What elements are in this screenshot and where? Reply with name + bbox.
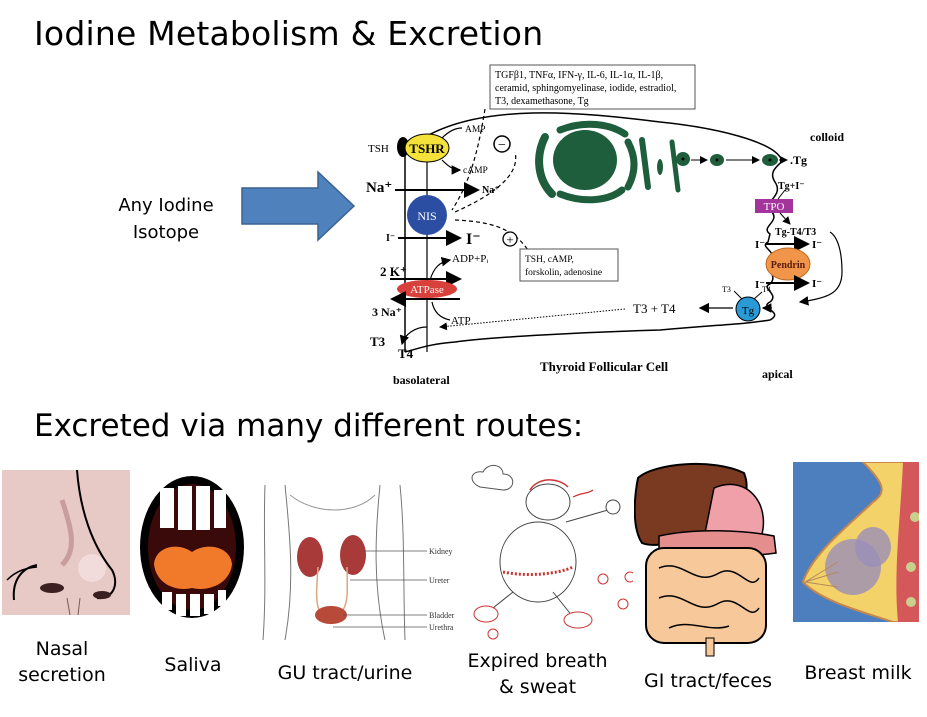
atpase-pump bbox=[397, 280, 457, 298]
na-inside-label: Na⁺ bbox=[482, 185, 500, 196]
route-label-breast-milk: Breast milk bbox=[804, 662, 912, 684]
nis-transporter bbox=[407, 195, 447, 235]
tg-t4-t3-label: Tg-T4/T3 bbox=[775, 227, 816, 238]
route-label-breath-line2: & sweat bbox=[498, 676, 577, 698]
isotope-label-line1: Any Iodine bbox=[118, 195, 214, 216]
stimulators-line1: TSH, cAMP, bbox=[525, 255, 574, 265]
inhibitors-line2: ceramid, sphingomyelinase, iodide, estra… bbox=[495, 83, 676, 94]
atpase-label: ATPase bbox=[410, 284, 444, 296]
thyroid-cell-diagram: TGFβ1, TNFα, IFN-γ, IL-6, IL-1α, IL-1β, … bbox=[366, 64, 844, 387]
tsh-label: TSH bbox=[368, 143, 389, 155]
organelles bbox=[535, 120, 778, 204]
urethra-annotation: Urethra bbox=[429, 623, 454, 632]
minus-sign: − bbox=[498, 138, 506, 153]
cell-name-label: Thyroid Follicular Cell bbox=[540, 359, 668, 374]
colloid-label: colloid bbox=[810, 130, 844, 144]
tg-ball-label: Tg bbox=[742, 305, 755, 317]
mouth-icon bbox=[140, 476, 244, 618]
inhibitors-box: TGFβ1, TNFα, IFN-γ, IL-6, IL-1α, IL-1β, … bbox=[489, 64, 696, 110]
tshr-label: TSHR bbox=[409, 141, 445, 156]
stimulate-symbol bbox=[502, 231, 518, 247]
route-label-nasal: Nasal secretion bbox=[8, 636, 116, 688]
iodide-outside-label: I⁻ bbox=[386, 233, 395, 244]
isotope-label: Any Iodine Isotope bbox=[104, 192, 228, 246]
basolateral-label: basolateral bbox=[393, 373, 450, 387]
pendrin-label: Pendrin bbox=[771, 260, 806, 271]
section-subtitle: Excreted via many different routes: bbox=[34, 408, 584, 444]
iodide-inside-label: I⁻ bbox=[466, 231, 481, 248]
tg-t4-label: T4 bbox=[762, 285, 771, 294]
camp-label: cAMP bbox=[463, 166, 488, 176]
route-label-nasal-line1: Nasal bbox=[35, 638, 89, 660]
inhibit-symbol bbox=[493, 135, 511, 153]
isotope-label-line2: Isotope bbox=[132, 222, 200, 243]
nis-label: NIS bbox=[417, 209, 436, 223]
inhibitors-line1: TGFβ1, TNFα, IFN-γ, IL-6, IL-1α, IL-1β, bbox=[495, 70, 663, 81]
inhibitors-line3: T3, dexamethasone, Tg bbox=[495, 96, 589, 107]
potassium-label: 2 K⁺ bbox=[380, 264, 407, 279]
pendrin-iodide-left-1: I⁻ bbox=[755, 239, 765, 251]
plus-sign: + bbox=[506, 232, 513, 247]
stimulators-box: TSH, cAMP, forskolin, adenosine bbox=[519, 248, 619, 282]
apical-label: apical bbox=[762, 367, 793, 381]
right-arrow-icon bbox=[241, 170, 356, 242]
jogger-icon bbox=[471, 465, 633, 640]
t3-t4-label: T3 + T4 bbox=[633, 301, 676, 316]
thyroglobulin-ball bbox=[735, 296, 761, 322]
page-title: Iodine Metabolism & Excretion bbox=[34, 14, 544, 53]
urinary-tract-icon: Kidney Ureter Bladder Urethra bbox=[262, 484, 455, 640]
route-label-urine: GU tract/urine bbox=[277, 662, 413, 684]
kidney-annotation: Kidney bbox=[429, 547, 453, 556]
adp-label: ADP+Pᵢ bbox=[452, 253, 488, 265]
digestive-system-icon bbox=[634, 463, 777, 657]
route-label-breath-line1: Expired breath bbox=[467, 650, 608, 672]
route-label-nasal-line2: secretion bbox=[18, 664, 106, 686]
route-label-feces: GI tract/feces bbox=[644, 670, 772, 692]
tpo-enzyme bbox=[755, 199, 793, 213]
route-label-breath-sweat: Expired breath & sweat bbox=[460, 648, 615, 700]
stimulators-line2: forskolin, adenosine bbox=[525, 267, 602, 278]
tg-iodide-label: Tg+I⁻ bbox=[778, 181, 805, 192]
t4-out-label: T4 bbox=[398, 346, 414, 361]
pendrin-iodide-right-2: I⁻ bbox=[812, 278, 822, 290]
na-outside-label: Na⁺ bbox=[366, 180, 392, 196]
route-label-saliva: Saliva bbox=[164, 654, 222, 676]
pendrin-transporter bbox=[765, 247, 811, 281]
t3-out-label: T3 bbox=[370, 334, 386, 349]
sodium-3-label: 3 Na⁺ bbox=[372, 305, 402, 319]
ureter-annotation: Ureter bbox=[429, 576, 450, 585]
pendrin-iodide-left-2: I⁻ bbox=[755, 279, 765, 291]
amp-label: AMP bbox=[465, 125, 486, 135]
tg-colloid-label: .Tg bbox=[790, 153, 807, 167]
tg-t3-label: T3 bbox=[722, 285, 731, 294]
breast-anatomy-icon bbox=[793, 462, 919, 622]
pendrin-iodide-right-1: I⁻ bbox=[812, 239, 822, 251]
tpo-label: TPO bbox=[764, 201, 785, 213]
nose-icon bbox=[2, 470, 130, 615]
bladder-annotation: Bladder bbox=[429, 611, 455, 620]
